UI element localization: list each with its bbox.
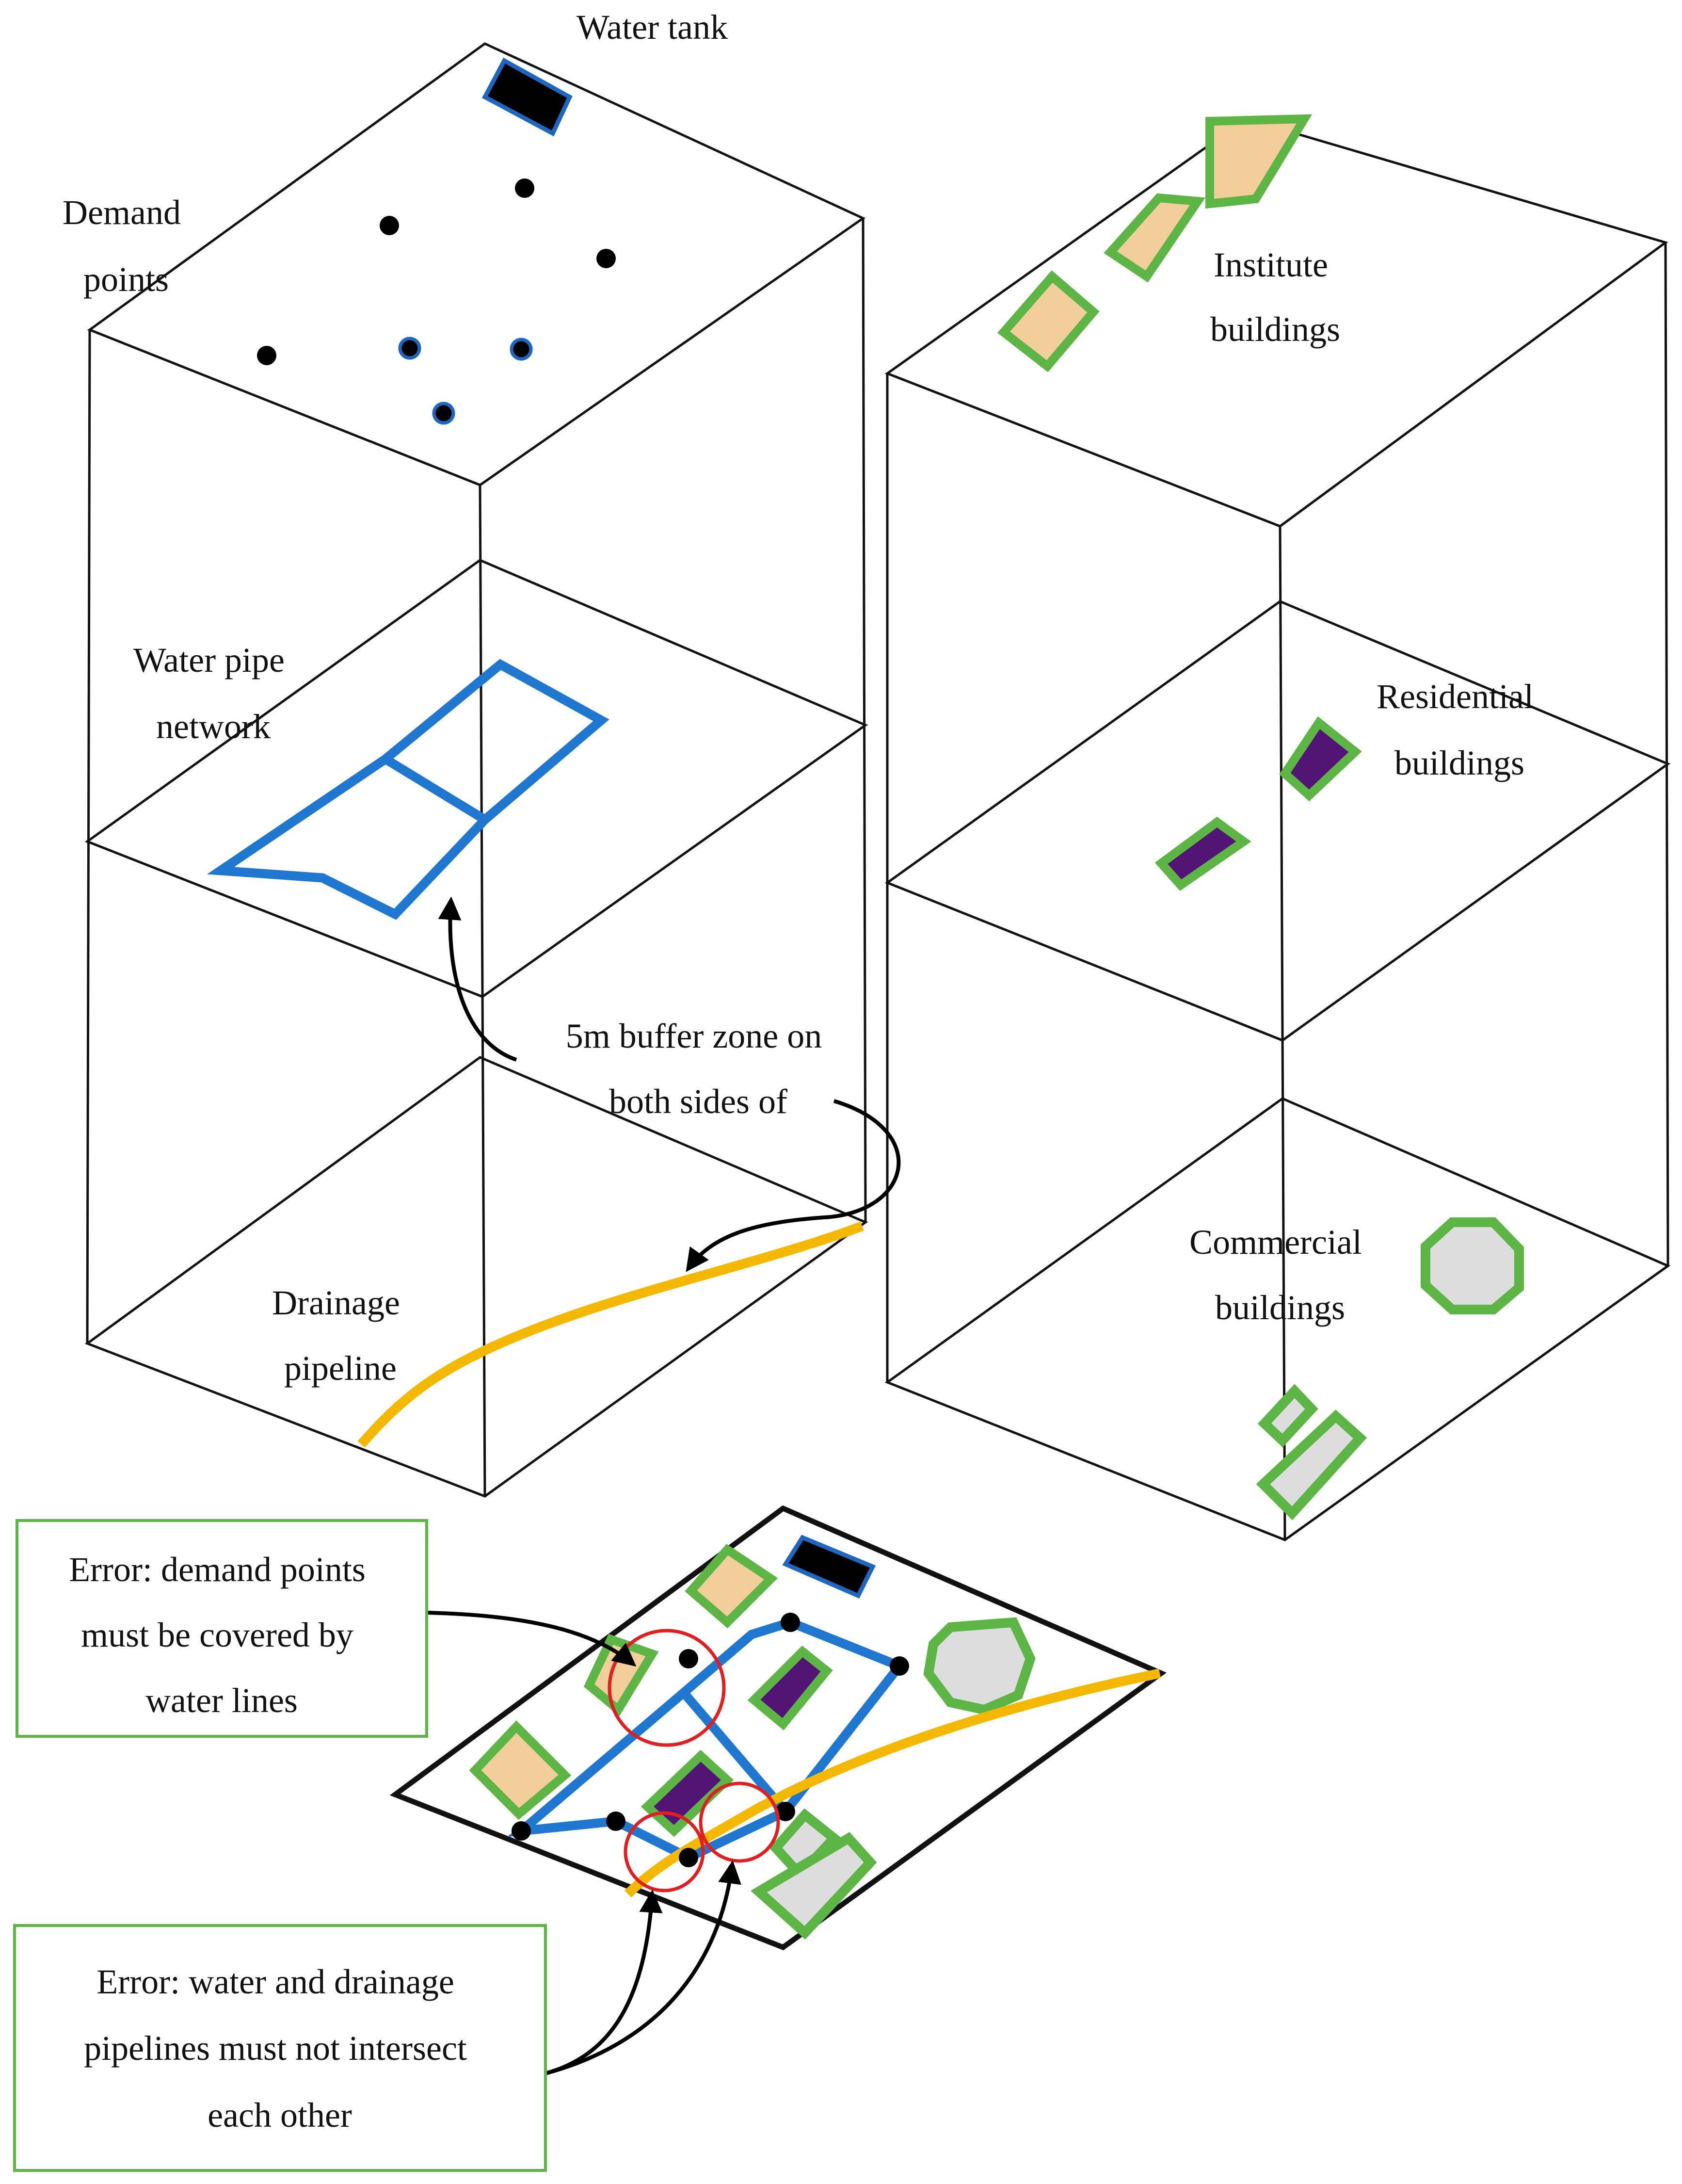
- composite-demand-point: [890, 1656, 909, 1676]
- composite-layer: [389, 1505, 1167, 1951]
- error-circle-uncovered-point: [608, 1629, 726, 1747]
- institute-buildings: [997, 114, 1313, 372]
- composite-commercial-building: [751, 1832, 877, 1940]
- composite-water-tank: [782, 1535, 876, 1599]
- demand-points-label: Demand points: [63, 193, 190, 299]
- demand-point: [398, 337, 421, 360]
- demand-point: [510, 338, 533, 361]
- error-circle-intersection: [624, 1811, 705, 1893]
- composite-residential-building: [747, 1645, 833, 1731]
- buffer-arrow-to-drainage: [686, 1099, 901, 1272]
- composite-institute-building: [469, 1720, 572, 1820]
- residential-layer-plane: [884, 600, 1671, 1042]
- left-layer-stack: [84, 42, 868, 1498]
- composite-demand-point: [776, 1802, 795, 1821]
- water-tank: [481, 57, 573, 137]
- error-box-demand-points: Error: demand points must be covered by …: [16, 1519, 428, 1738]
- buffer-arrow-to-water-pipe: [438, 896, 517, 1062]
- composite-demand-point: [781, 1613, 800, 1632]
- error-arrow-intersection-1: [545, 1889, 663, 2075]
- water-pipe-network: [207, 659, 609, 920]
- composite-demand-point: [606, 1812, 625, 1831]
- drainage-layer-plane: [84, 1056, 868, 1498]
- composite-institute-building: [583, 1634, 659, 1716]
- water-pipe-layer-plane: [84, 559, 868, 998]
- drainage-pipeline-label: Drainage pipeline: [272, 1283, 409, 1388]
- water-tank-label: Water tank: [577, 8, 728, 47]
- buffer-zone-label: 5m buffer zone on both sides of: [566, 1017, 831, 1121]
- composite-commercial-building: [923, 1617, 1036, 1715]
- error-box-intersection: Error: water and drainage pipelines must…: [13, 1924, 547, 2172]
- water-pipe-network-label: Water pipe network: [133, 641, 293, 746]
- demand-point: [380, 216, 399, 235]
- demand-point: [515, 178, 534, 198]
- drainage-pipeline: [357, 1221, 864, 1448]
- demand-point: [596, 249, 616, 268]
- composite-institute-building: [685, 1544, 778, 1629]
- svg-text:Error: demand points mus: Error: demand points must be covered by …: [69, 1550, 374, 1720]
- commercial-buildings: [1256, 1217, 1524, 1521]
- error-arrow-demand-points: [426, 1611, 637, 1667]
- composite-demand-point: [512, 1821, 531, 1841]
- demand-layer-plane: [87, 42, 866, 486]
- demand-point: [257, 346, 276, 365]
- error-arrow-intersection-2: [545, 1860, 741, 2075]
- residential-buildings-label: Residential buildings: [1377, 677, 1542, 782]
- commercial-buildings-label: Commercial buildings: [1189, 1223, 1371, 1327]
- right-layer-stack: [884, 117, 1671, 1541]
- composite-drainage-pipeline: [624, 1668, 1161, 1898]
- svg-text:Error: water and drainage: Error: water and drainage pipelines must…: [84, 1962, 476, 2135]
- demand-points: [257, 178, 616, 425]
- demand-point: [432, 402, 455, 425]
- residential-buildings: [1154, 716, 1362, 891]
- institute-buildings-label: Institute buildings: [1210, 245, 1340, 349]
- composite-demand-point: [679, 1848, 698, 1867]
- composite-demand-point: [679, 1649, 698, 1668]
